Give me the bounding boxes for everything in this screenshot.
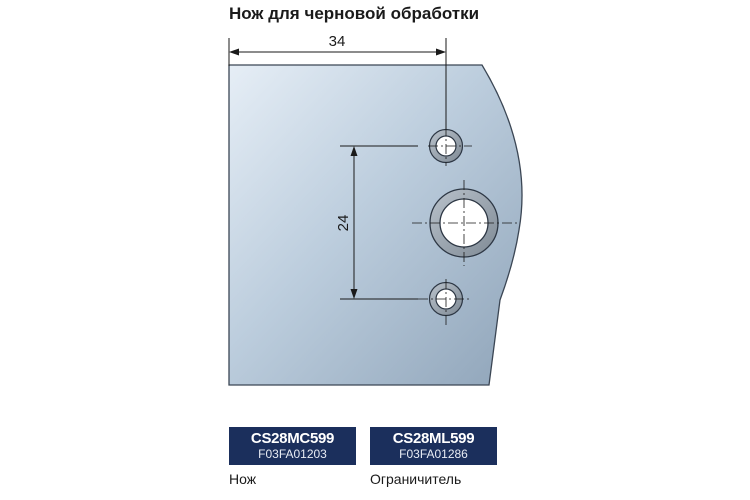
dimension-vertical xyxy=(340,145,418,300)
product-badge-knife: CS28MC599 F03FA01203 xyxy=(229,427,356,465)
caption-limiter: Ограничитель xyxy=(370,471,462,487)
product-badge-limiter: CS28ML599 F03FA01286 xyxy=(370,427,497,465)
product-code: CS28ML599 xyxy=(392,430,475,447)
caption-knife: Нож xyxy=(229,471,257,487)
diagram-title: Нож для черновой обработки xyxy=(229,4,480,23)
dimension-horizontal-label: 34 xyxy=(329,33,346,50)
product-article: F03FA01203 xyxy=(258,447,327,461)
dimension-vertical-label: 24 xyxy=(335,215,352,232)
center-lines xyxy=(412,126,518,325)
product-article: F03FA01286 xyxy=(399,447,468,461)
dimension-horizontal xyxy=(228,38,447,130)
product-code: CS28MC599 xyxy=(250,430,335,447)
